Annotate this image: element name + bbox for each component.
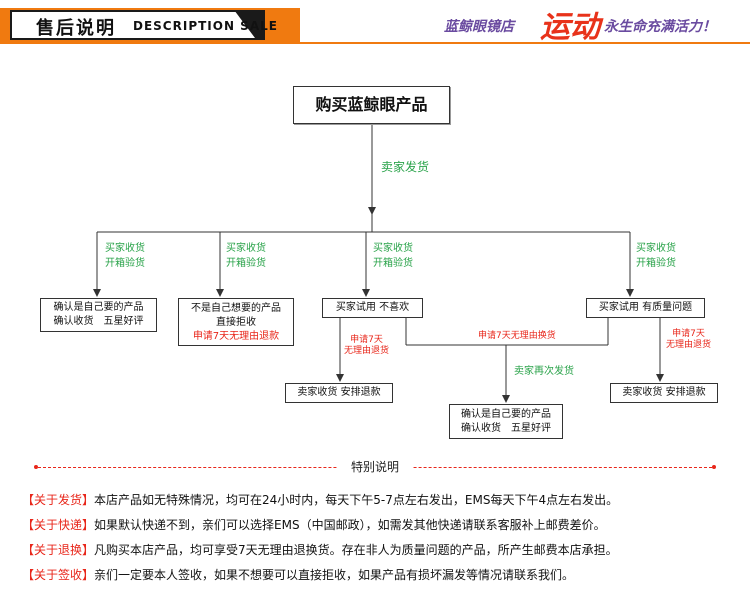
flow-box-refund-right: 卖家收货 安排退款 — [610, 383, 718, 403]
note-returns-text: 凡购买本店产品，均可享受7天无理由退换货。存在非人为质量问题的产品，所产生邮费本… — [94, 543, 618, 557]
inspect-label-4: 开箱验货 — [636, 258, 676, 269]
inspect-label-1: 开箱验货 — [105, 258, 145, 269]
box-reject-refund: 申请7天无理由退款 — [192, 331, 280, 342]
note-signing-tag: 【关于签收】 — [22, 568, 95, 582]
inspect-label-3: 开箱验货 — [373, 258, 413, 269]
note-shipping: 【关于发货】本店产品如无特殊情况，均可在24小时内，每天下午5-7点左右发出，E… — [22, 492, 618, 508]
note-courier: 【关于快递】如果默认快递不到，亲们可以选择EMS（中国邮政），如需发其他快递请联… — [22, 517, 606, 533]
inspect-label-2: 开箱验货 — [226, 258, 266, 269]
header-banner: 售后说明 DESCRIPTION SALE 蓝鲸眼镜店 运动 永生命充满活力！ — [0, 0, 750, 46]
divider-dot-left — [34, 465, 38, 469]
header-orange-line — [0, 42, 750, 44]
flow-box-confirm: 确认是自己要的产品 确认收货 五星好评 — [40, 298, 157, 332]
box-reject-line1: 不是自己想要的产品 — [191, 303, 281, 314]
flow-box-quality: 买家试用 有质量问题 — [586, 298, 705, 318]
refund-left-line1: 申请7天 — [350, 335, 383, 345]
box-reconfirm-line1: 确认是自己要的产品 — [461, 409, 551, 420]
note-courier-text: 如果默认快递不到，亲们可以选择EMS（中国邮政），如需发其他快递请联系客服补上邮… — [94, 518, 606, 532]
note-returns-tag: 【关于退换】 — [22, 543, 95, 557]
flow-box-reconfirm: 确认是自己要的产品 确认收货 五星好评 — [449, 404, 563, 439]
note-shipping-text: 本店产品如无特殊情况，均可在24小时内，每天下午5-7点左右发出，EMS每天下午… — [94, 493, 619, 507]
ship-label: 卖家发货 — [381, 160, 430, 174]
receive-label-1: 买家收货 — [105, 243, 145, 254]
notes-title-wrap: 特别说明 — [0, 458, 750, 475]
box-reject-line2: 直接拒收 — [216, 317, 256, 328]
page-title: 售后说明 — [36, 18, 116, 39]
refund-note-left: 申请7天 无理由退货 — [344, 335, 389, 357]
refund-left-line2: 无理由退货 — [344, 346, 390, 356]
note-shipping-tag: 【关于发货】 — [22, 493, 95, 507]
refund-note-right: 申请7天 无理由退货 — [666, 329, 711, 351]
refund-right-line1: 申请7天 — [672, 329, 705, 339]
flow-connectors — [93, 124, 664, 403]
box-reconfirm-line2: 确认收货 五星好评 — [461, 423, 551, 434]
divider-dot-right — [712, 465, 716, 469]
header-title-bg — [12, 12, 255, 38]
receive-label-4: 买家收货 — [636, 243, 676, 254]
note-signing-text: 亲们一定要本人签收，如果不想要可以直接拒收，如果产品有损坏漏发等情况请联系我们。 — [94, 568, 575, 582]
flow-box-reject: 不是自己想要的产品 直接拒收 申请7天无理由退款 — [178, 298, 294, 346]
receive-label-3: 买家收货 — [373, 243, 413, 254]
page-subtitle: DESCRIPTION SALE — [133, 19, 278, 33]
refund-right-line2: 无理由退货 — [666, 340, 712, 350]
flow-box-refund-left: 卖家收货 安排退款 — [285, 383, 393, 403]
note-courier-tag: 【关于快递】 — [22, 518, 95, 532]
notes-title: 特别说明 — [336, 460, 413, 474]
flow-start-box: 购买蓝鲸眼产品 — [293, 86, 450, 124]
exchange-label: 申请7天无理由换货 — [478, 331, 556, 341]
slogan-tagline: 永生命充满活力！ — [604, 19, 716, 35]
box-confirm-line2: 确认收货 五星好评 — [53, 316, 144, 327]
note-returns: 【关于退换】凡购买本店产品，均可享受7天无理由退换货。存在非人为质量问题的产品，… — [22, 542, 618, 558]
flow-box-dislike: 买家试用 不喜欢 — [322, 298, 423, 318]
note-signing: 【关于签收】亲们一定要本人签收，如果不想要可以直接拒收，如果产品有损坏漏发等情况… — [22, 567, 574, 583]
slogan-store-name: 蓝鲸眼镜店 — [444, 19, 514, 35]
reship-label: 卖家再次发货 — [514, 366, 574, 377]
box-confirm-line1: 确认是自己要的产品 — [53, 302, 144, 313]
receive-label-2: 买家收货 — [226, 243, 266, 254]
slogan-highlight: 运动 — [540, 10, 600, 45]
